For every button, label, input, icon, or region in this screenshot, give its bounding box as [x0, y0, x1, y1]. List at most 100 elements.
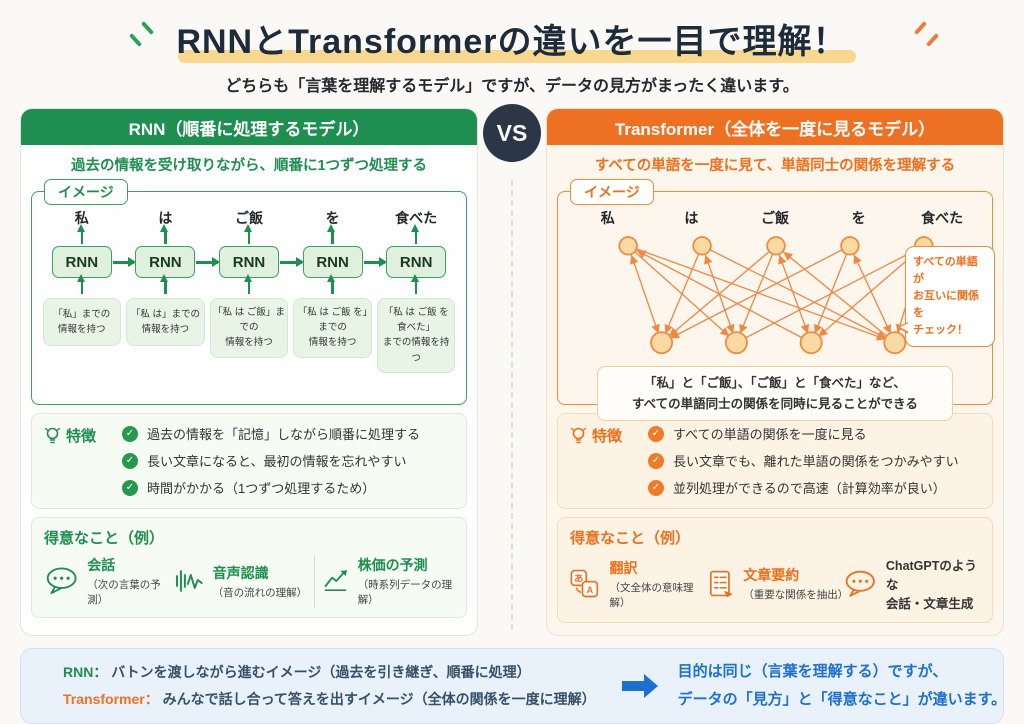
up-arrow-icon	[411, 274, 419, 294]
rnn-input-arrows	[40, 274, 458, 296]
transformer-strengths-title: 得意なこと（例）	[570, 530, 691, 547]
word-label: 私	[600, 210, 615, 226]
page-title: RNNとTransformerの違いを一目で理解！	[176, 14, 856, 63]
chat-generation-icon	[846, 570, 876, 597]
up-arrow-icon	[327, 224, 335, 244]
vertical-divider	[314, 555, 315, 607]
svg-text:あ: あ	[574, 573, 583, 583]
check-icon: ✓	[648, 452, 664, 469]
transformer-word-row: 私 は ご飯 を 食べた	[566, 208, 984, 228]
transformer-image-box: イメージ 私 は ご飯 を 食べた	[557, 179, 995, 422]
rnn-image-legend: イメージ	[44, 179, 128, 205]
rnn-image-box: イメージ 私 は ご飯 を 食べた RNN RNN	[31, 179, 467, 405]
transformer-note: 「私」と「ご飯」、「ご飯」と「食べた」など、 すべての単語同士の関係を同時に見る…	[597, 366, 953, 422]
summary-conclusion: 目的は同じ（言葉を理解する）ですが、 データの「見方」と「得意なこと」が違います…	[677, 663, 1007, 708]
transformer-features-title: 特徴	[570, 424, 648, 446]
right-arrow-icon	[112, 257, 136, 266]
word-label: は	[158, 210, 173, 226]
summary-doc-icon	[709, 570, 733, 597]
feature-item: ✓並列処理ができるので高速（計算効率が良い）	[648, 478, 980, 497]
rnn-features-title: 特徴	[44, 424, 122, 446]
strength-item: ChatGPTのような会話・文章生成	[843, 555, 980, 612]
comparison-panels: VS RNN（順番に処理するモデル） 過去の情報を受け取りながら、順番に1つずつ…	[0, 104, 1024, 636]
green-dashes-icon	[128, 18, 155, 50]
attention-speech-bubble: すべての単語が お互いに関係を チェック！	[897, 246, 995, 348]
word-label: 食べた	[921, 210, 964, 226]
check-icon: ✓	[122, 479, 138, 496]
check-icon: ✓	[122, 425, 138, 442]
word-label: ご飯	[234, 210, 263, 226]
stock-chart-icon	[324, 570, 348, 592]
lightbulb-icon	[570, 427, 587, 444]
translate-icon: あA	[570, 569, 599, 597]
summary-rnn-line: RNN： バトンを渡しながら進むイメージ（過去を引き継ぎ、順番に処理）	[63, 663, 531, 680]
summary-lines: RNN： バトンを渡しながら進むイメージ（過去を引き継ぎ、順番に処理） Tran…	[63, 659, 596, 714]
memory-box: 「私 は」までの情報を持つ	[126, 298, 205, 346]
lightbulb-icon	[44, 427, 61, 444]
rnn-strengths-box: 得意なこと（例） 会話（次の言葉の予測） 音声認識（音の流れの理解） 株価の予測…	[31, 517, 467, 618]
feature-item: ✓長い文章になると、最初の情報を忘れやすい	[122, 451, 454, 470]
feature-item: ✓長い文章でも、離れた単語の関係をつかみやすい	[648, 451, 980, 470]
panel-divider	[511, 180, 513, 630]
strength-item: 文章要約（重要な関係を抽出）	[707, 565, 848, 602]
summary-transformer-line: Transformer： みんなで話し合って答えを出すイメージ（全体の関係を一度…	[63, 691, 596, 707]
summary-box: RNN： バトンを渡しながら進むイメージ（過去を引き継ぎ、順番に処理） Tran…	[20, 648, 1007, 724]
up-arrow-icon	[327, 274, 335, 294]
rnn-node: RNN	[218, 246, 279, 278]
rnn-memory-row: 「私」までの情報を持つ 「私 は」までの情報を持つ 「私 は ご飯」までの情報を…	[40, 298, 458, 373]
right-arrow-icon	[196, 257, 220, 266]
rnn-output-arrows	[40, 224, 458, 246]
transformer-panel: Transformer（全体を一度に見るモデル） すべての単語を一度に見て、単語…	[546, 108, 1004, 636]
waveform-icon	[175, 570, 203, 592]
arrow-right-icon	[621, 674, 658, 698]
word-label: を	[325, 210, 340, 226]
check-icon: ✓	[122, 452, 138, 469]
transformer-features-box: 特徴 ✓すべての単語の関係を一度に見る ✓長い文章でも、離れた単語の関係をつかみ…	[557, 413, 993, 509]
transformer-image-legend: イメージ	[570, 179, 654, 205]
up-arrow-icon	[244, 224, 252, 244]
rnn-strengths-title: 得意なこと（例）	[44, 530, 165, 547]
memory-box: 「私 は ご飯」までの情報を持つ	[209, 298, 289, 358]
feature-item: ✓すべての単語の関係を一度に見る	[648, 424, 980, 443]
page-subtitle: どちらも「言葉を理解するモデル」ですが、データの見方がまったく違います。	[225, 78, 799, 95]
rnn-node: RNN	[51, 246, 112, 278]
up-arrow-icon	[244, 274, 252, 294]
feature-item: ✓時間がかかる（1つずつ処理するため）	[122, 478, 454, 497]
vs-badge: VS	[483, 104, 541, 162]
up-arrow-icon	[77, 274, 84, 294]
svg-text:A: A	[587, 584, 594, 594]
strength-item: 株価の予測（時系列データの理解）	[323, 555, 454, 607]
up-arrow-icon	[160, 274, 168, 294]
memory-box: 「私 は ご飯 を 食べた」までの情報を持つ	[376, 298, 456, 373]
attention-network-diagram	[618, 236, 934, 355]
up-arrow-icon	[77, 224, 84, 244]
rnn-panel: RNN（順番に処理するモデル） 過去の情報を受け取りながら、順番に1つずつ処理す…	[20, 108, 478, 636]
rnn-tagline: 過去の情報を受け取りながら、順番に1つずつ処理する	[70, 158, 428, 174]
word-label: を	[851, 210, 866, 226]
word-label: は	[684, 210, 699, 226]
chat-bubble-icon	[46, 567, 77, 594]
header: RNNとTransformerの違いを一目で理解！ どちらも「言葉を理解するモデ…	[0, 0, 1024, 96]
check-icon: ✓	[648, 479, 664, 496]
feature-item: ✓過去の情報を「記憶」しながら順番に処理する	[122, 424, 454, 443]
rnn-node: RNN	[302, 246, 363, 278]
transformer-panel-title: Transformer（全体を一度に見るモデル）	[547, 109, 1003, 145]
rnn-node: RNN	[135, 246, 196, 278]
right-arrow-icon	[279, 257, 304, 266]
word-label: 食べた	[395, 210, 438, 226]
strength-item: 会話（次の言葉の予測）	[44, 555, 175, 607]
up-arrow-icon	[160, 224, 168, 244]
memory-box: 「私」までの情報を持つ	[42, 298, 122, 346]
rnn-word-row: 私 は ご飯 を 食べた	[40, 208, 458, 228]
transformer-tagline: すべての単語を一度に見て、単語同士の関係を理解する	[594, 158, 956, 174]
up-arrow-icon	[411, 224, 419, 244]
rnn-features-box: 特徴 ✓過去の情報を「記憶」しながら順番に処理する ✓長い文章になると、最初の情…	[31, 413, 467, 509]
word-label: 私	[74, 210, 89, 226]
strength-item: 音声認識（音の流れの理解）	[175, 563, 307, 600]
word-label: ご飯	[760, 210, 789, 226]
orange-dashes-icon	[913, 18, 940, 50]
memory-box: 「私 は ご飯 を」までの情報を持つ	[293, 298, 372, 358]
check-icon: ✓	[648, 425, 664, 442]
